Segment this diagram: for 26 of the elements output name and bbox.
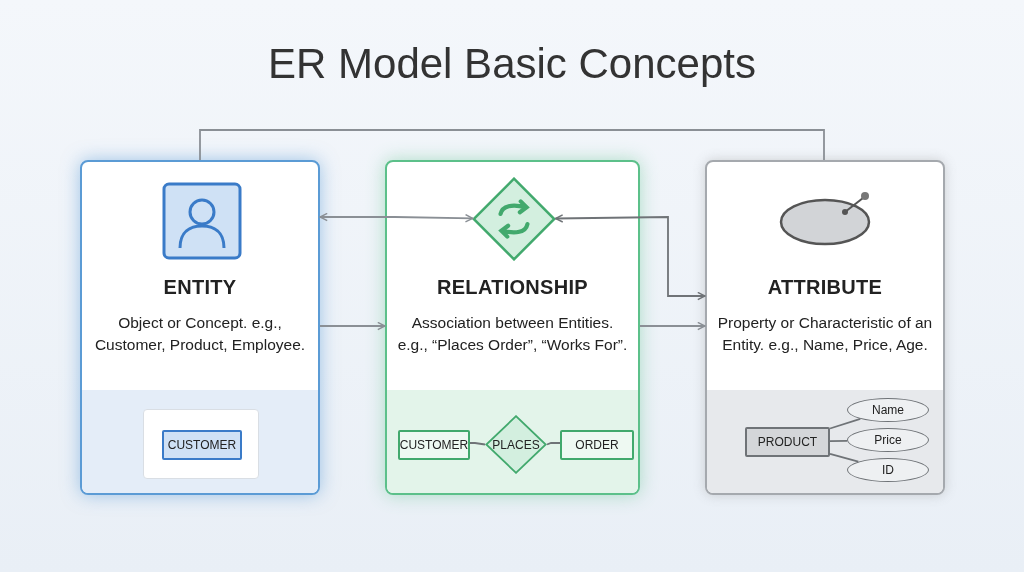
- diagram-title: ER Model Basic Concepts: [267, 40, 757, 88]
- concept-card: [705, 160, 945, 495]
- connector-line: [469, 442, 486, 446]
- connector-line: [546, 442, 561, 446]
- card-heading: RELATIONSHIP: [436, 276, 589, 299]
- card-heading: ENTITY: [162, 276, 238, 299]
- entity-box: ORDER: [560, 430, 634, 460]
- concept-card: [80, 160, 320, 495]
- diamond-icon: [472, 177, 556, 261]
- relationship-diamond: PLACES: [485, 415, 547, 474]
- entity-box: CUSTOMER: [398, 430, 470, 460]
- concept-card: [385, 160, 640, 495]
- card-description: Property or Characteristic of an Entity. e.g., Name, Price, Age.: [717, 313, 933, 355]
- card-heading: ATTRIBUTE: [766, 276, 884, 299]
- entity-box: PRODUCT: [745, 427, 830, 457]
- connector-line: [829, 417, 862, 430]
- connector-line: [199, 129, 825, 161]
- double-arrow: [319, 212, 474, 223]
- card-description: Association between Entities. e.g., “Places Order”, “Works For”.: [397, 313, 628, 355]
- card-description: Object or Concept. e.g., Customer, Product, Employee.: [93, 313, 307, 355]
- entity-box: CUSTOMER: [162, 430, 242, 460]
- double-arrow: [554, 214, 706, 301]
- arrow: [639, 321, 706, 331]
- connector-line: [829, 439, 848, 443]
- connector-line: [829, 452, 860, 463]
- arrow: [319, 321, 386, 331]
